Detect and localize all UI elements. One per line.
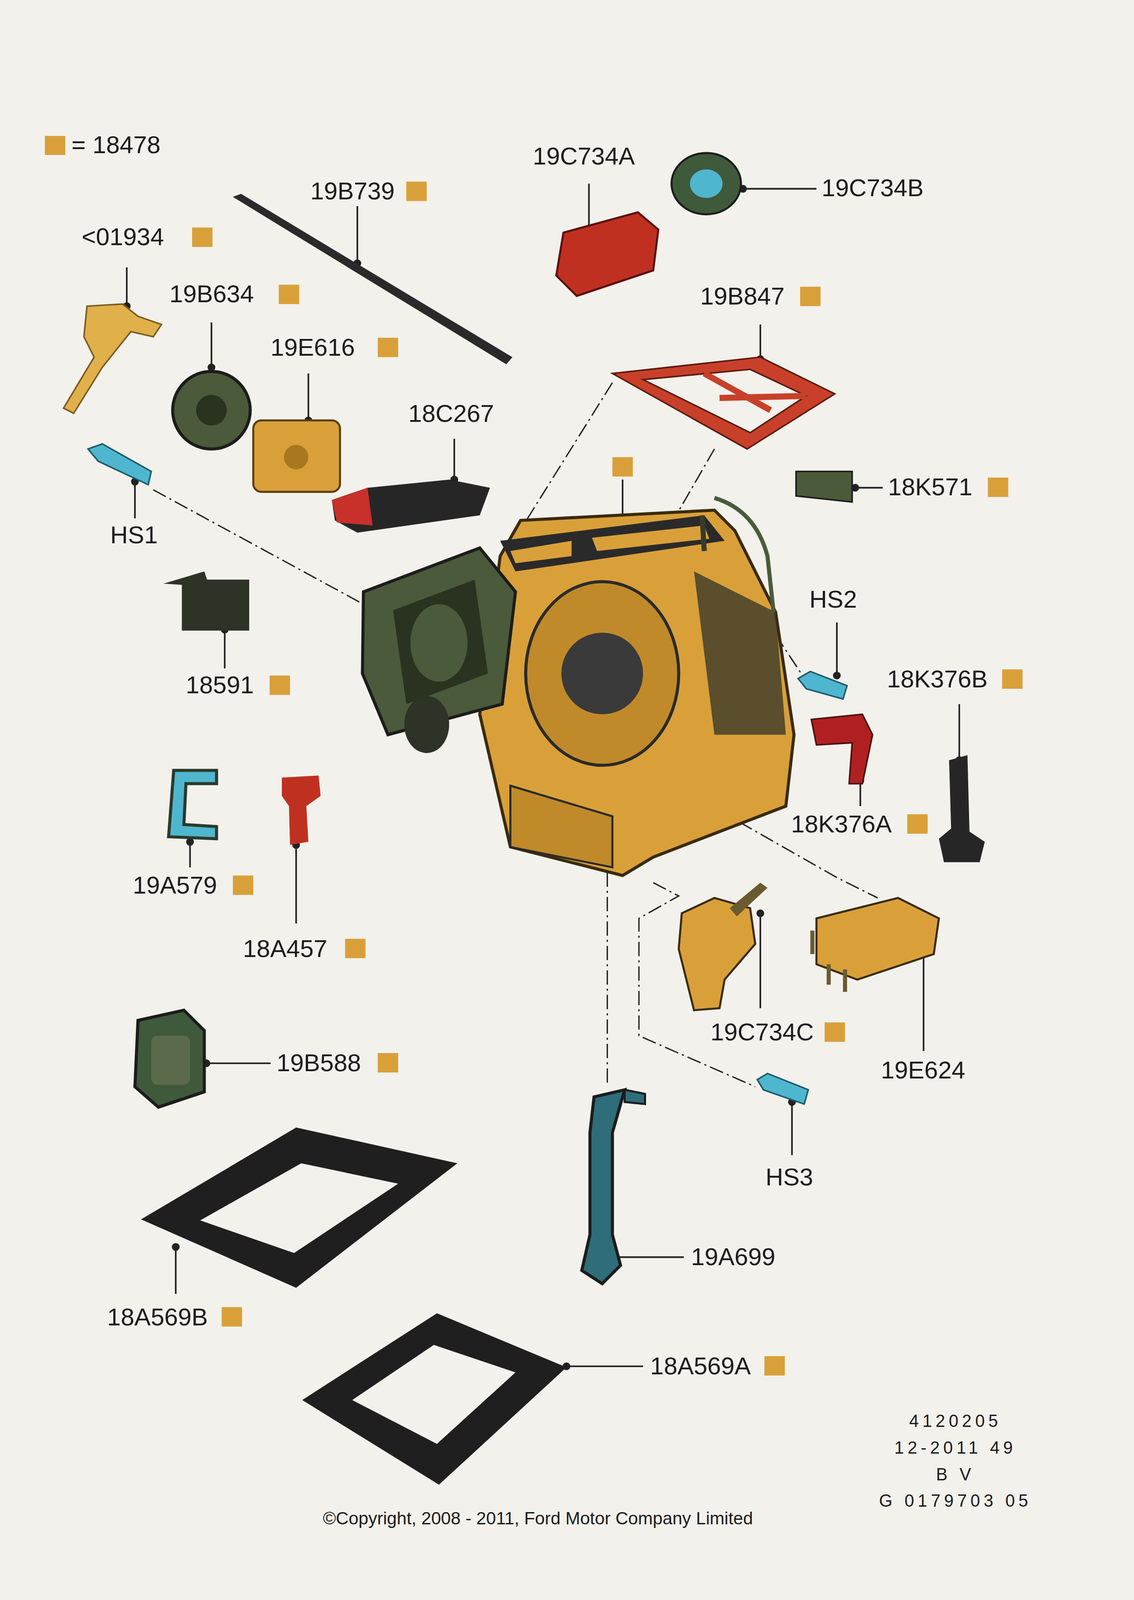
drawing-code: G 0179703 05 <box>878 1491 1032 1510</box>
part-number: 19E624 <box>880 1057 966 1082</box>
part-number: HS1 <box>110 522 158 547</box>
part-number: HS3 <box>765 1164 814 1189</box>
part-number: 19C734C <box>710 1019 814 1044</box>
part-number: 18K376B <box>887 666 988 691</box>
part-number: 18C267 <box>408 400 494 426</box>
part-number: 19A699 <box>690 1244 776 1269</box>
copyright-note: ©Copyright, 2008 - 2011, Ford Motor Comp… <box>323 1509 753 1527</box>
drawing-code: 4120205 <box>909 1412 1002 1430</box>
legend-swatch <box>44 135 66 156</box>
part-number: 19B847 <box>700 283 785 309</box>
part-number: 18A569B <box>107 1304 208 1329</box>
part-number: 18591 <box>185 672 254 697</box>
part-number: 19B739 <box>310 178 395 203</box>
part-number: 19B588 <box>276 1050 362 1075</box>
part-number: 19C734B <box>821 175 924 200</box>
part-number: 18A457 <box>242 936 328 961</box>
part-number: 19A579 <box>132 872 218 898</box>
marker-squares <box>192 181 1023 1376</box>
legend-text: = 18478 <box>71 132 161 157</box>
part-number: <01934 <box>81 224 165 249</box>
part-number: 19C734A <box>532 143 635 169</box>
part-number: 19B634 <box>169 281 254 306</box>
drawing-code: B V <box>936 1465 975 1483</box>
part-number: HS2 <box>809 586 858 612</box>
part-number: 18A569A <box>650 1353 751 1378</box>
part-number: 18K376A <box>791 811 892 836</box>
drawing-code: 12-2011 49 <box>894 1438 1017 1457</box>
part-number: 18K571 <box>887 474 973 499</box>
part-number: 19E616 <box>270 334 355 360</box>
